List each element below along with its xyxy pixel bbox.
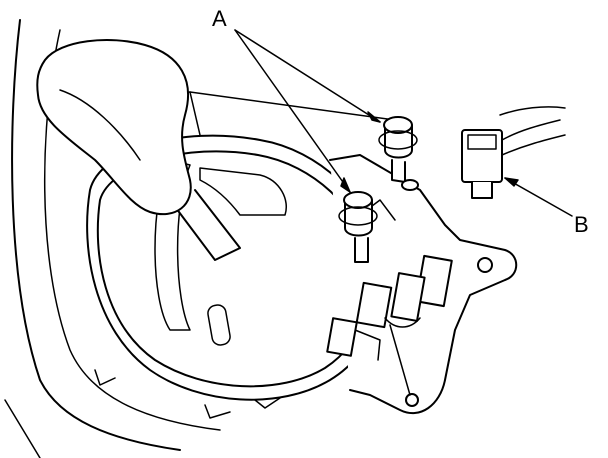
callout-label-b: B — [574, 212, 589, 237]
leader-a-upper — [234, 29, 381, 123]
bolt-lower — [338, 191, 378, 263]
leader-a-lower — [234, 29, 351, 193]
bolt-upper — [378, 116, 419, 191]
mounting-bracket — [326, 154, 518, 415]
shift-knob — [36, 39, 241, 261]
leader-lines — [234, 29, 573, 217]
connector-b — [461, 106, 566, 199]
leader-b — [504, 177, 573, 217]
callout-label-a: A — [212, 6, 227, 31]
